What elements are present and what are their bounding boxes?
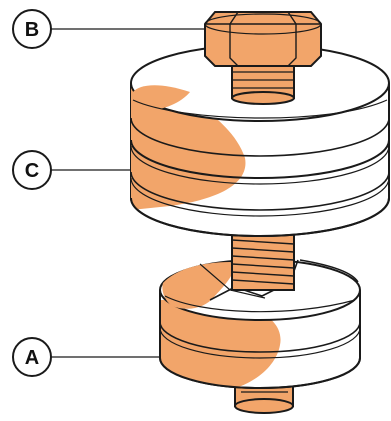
- callout-c-label: C: [25, 160, 39, 182]
- callout-b: B: [12, 9, 52, 49]
- callout-b-label: B: [25, 19, 39, 41]
- callout-c: C: [12, 150, 52, 190]
- callout-a-label: A: [25, 347, 39, 369]
- hex-bolt: [204, 11, 322, 105]
- callout-a: A: [12, 337, 52, 377]
- threaded-rod: [231, 231, 295, 291]
- upper-die-body: [130, 44, 390, 237]
